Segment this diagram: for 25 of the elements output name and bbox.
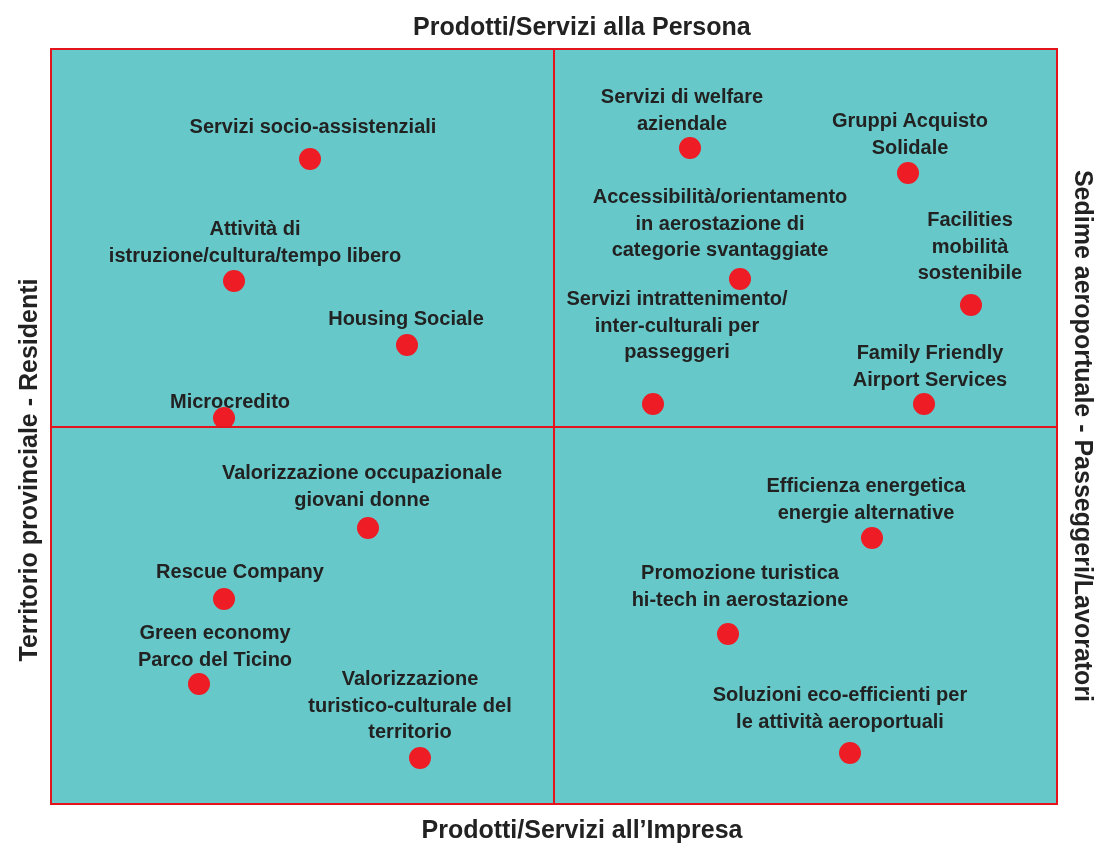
item-label: Servizi di welfare aziendale — [599, 84, 765, 136]
item-label: Soluzioni eco-efficienti per le attività aeroportuali — [711, 682, 969, 734]
item-label: Family Friendly Airport Services — [851, 340, 1009, 392]
axis-label: Territorio provinciale - Residenti — [13, 278, 43, 662]
axis-label: Prodotti/Servizi alla Persona — [413, 11, 751, 41]
quadrant-panel — [553, 48, 1058, 428]
item-label: Servizi socio-assistenziali — [188, 114, 438, 139]
item-label: Valorizzazione turistico-culturale del territorio — [307, 666, 513, 744]
item-label: Gruppi Acquisto Solidale — [831, 108, 989, 160]
item-label: Facilities mobilità sostenibile — [916, 207, 1024, 285]
quadrant-panel — [50, 48, 555, 428]
item-label: Valorizzazione occupazionale giovani donne — [220, 460, 504, 512]
item-label: Promozione turistica hi-tech in aerostazione — [630, 560, 850, 612]
item-label: Attività di istruzione/cultura/tempo libero — [107, 216, 403, 268]
item-label: Rescue Company — [155, 559, 325, 584]
axis-label: Prodotti/Servizi all’Impresa — [421, 814, 743, 844]
item-label: Microcredito — [169, 389, 291, 414]
quadrant-panel — [50, 426, 555, 805]
item-label: Green economy Parco del Ticino — [136, 620, 294, 672]
quadrant-panel — [553, 426, 1058, 805]
axis-label: Sedime aeroportuale - Passeggeri/Lavoratori — [1069, 169, 1099, 703]
item-label: Housing Sociale — [327, 306, 485, 331]
item-label: Efficienza energetica energie alternative — [765, 473, 967, 525]
item-label: Servizi intrattenimento/ inter-culturali per passeggeri — [565, 286, 789, 364]
item-label: Accessibilità/orientamento in aerostazione di categorie svantaggiate — [591, 184, 849, 262]
